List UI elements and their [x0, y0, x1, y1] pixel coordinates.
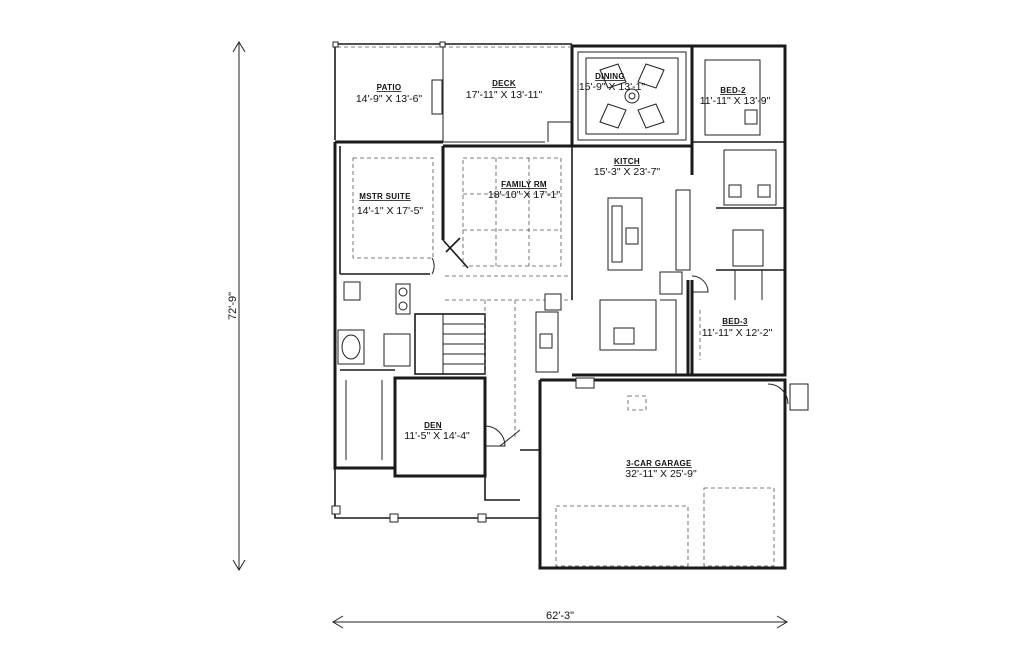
dining-dimensions: 15'-9" X 13'-1" — [579, 81, 646, 93]
den — [393, 376, 521, 478]
family-room-label: FAMILY RM — [501, 180, 547, 189]
width-dimension: 62'-3" — [332, 610, 788, 629]
den-label: DEN — [424, 421, 442, 430]
front-porch — [331, 449, 541, 568]
patio-deck-area — [332, 41, 572, 143]
family-room — [441, 144, 572, 301]
depth-dimension: 72'-9" — [227, 41, 246, 571]
family-room-dimensions: 18'-10" X 17'-1" — [488, 189, 560, 201]
kitchen — [571, 146, 692, 377]
bed2-dimensions: 11'-11" X 13'-9" — [700, 95, 771, 107]
patio-label: PATIO — [377, 83, 402, 92]
master-suite-dimensions: 14'-1" X 17'-5" — [357, 205, 424, 217]
bed2-label: BED-2 — [720, 86, 746, 95]
dining-label: DINING — [595, 72, 625, 81]
bed3-label: BED-3 — [722, 317, 748, 326]
width-dimension-label: 62'-3" — [546, 610, 574, 622]
deck-dimensions: 17'-11" X 13'-11" — [466, 89, 543, 101]
bed3-dimensions: 11'-11" X 12'-2" — [702, 327, 773, 339]
den-dimensions: 11'-5" X 14'-4" — [404, 430, 470, 442]
patio-dimensions: 14'-9" X 13'-6" — [356, 93, 423, 105]
garage-dimensions: 32'-11" X 25'-9" — [625, 468, 697, 480]
kitchen-dimensions: 15'-3" X 23'-7" — [594, 166, 661, 178]
dining-room — [570, 44, 694, 148]
depth-dimension-label: 72'-9" — [227, 292, 239, 320]
garage-label: 3-CAR GARAGE — [626, 459, 692, 468]
room-labels: PATIO 14'-9" X 13'-6" DECK 17'-11" X 13'… — [356, 72, 773, 480]
master-suite — [333, 140, 443, 470]
kitchen-label: KITCH — [614, 157, 640, 166]
bedroom-2 — [690, 44, 787, 377]
bedroom-3 — [690, 275, 709, 375]
deck-label: DECK — [492, 79, 516, 88]
master-suite-label: MSTR SUITE — [359, 192, 411, 201]
stairs — [414, 293, 562, 440]
